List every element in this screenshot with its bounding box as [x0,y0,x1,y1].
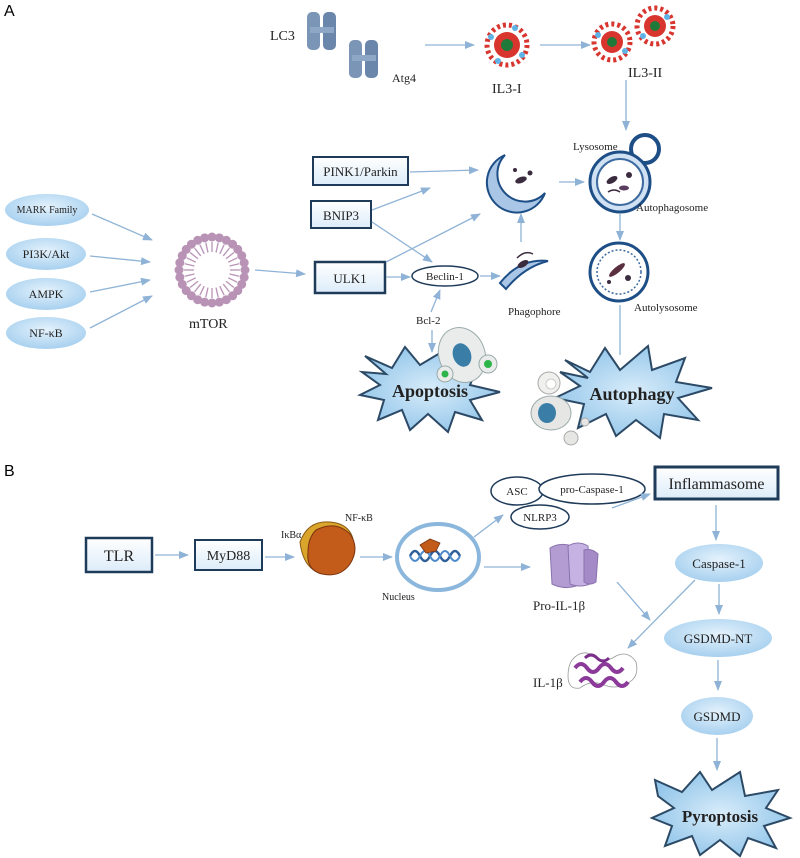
ampk-label: AMPK [29,287,64,301]
ikba-label: IκBα [281,530,302,541]
nucleus-label: Nucleus [382,592,415,603]
caspase1-label: Caspase-1 [692,556,745,571]
nlrp3-label: NLRP3 [523,512,557,524]
pi3k-akt-label: PI3K/Akt [23,247,70,261]
apoptotic-cells-icon [436,327,498,383]
bnip3-box: BNIP3 [310,200,372,229]
tlr-box: TLR [84,536,154,574]
gsdmd-nt-node: GSDMD-NT [664,619,772,657]
arrow-caspase1-to-il1b [627,579,696,649]
mark-family-node: MARK Family [5,194,89,226]
pyroptosis-label: Pyroptosis [682,807,759,826]
pi3k-akt-node: PI3K/Akt [6,238,86,270]
autophagy-burst: Autophagy [551,344,713,440]
pink1-parkin-label: PINK1/Parkin [323,164,398,179]
pro-caspase1-node: pro-Caspase-1 [538,473,646,505]
gsdmd-label: GSDMD [694,709,741,724]
mtor-label: mTOR [189,317,228,332]
pink1-parkin-box: PINK1/Parkin [312,156,409,186]
beclin1-label: Beclin-1 [426,271,464,283]
asc-node: ASC [490,476,544,506]
nucleus-icon [395,522,481,592]
autophagy-label: Autophagy [589,384,674,404]
arrow-nfkb-to-mtor [89,295,153,329]
autophagosome-label: Autophagosome [636,202,708,214]
autolysosome-label: Autolysosome [634,302,698,314]
arrow-pro-il1b-to-path [616,581,651,621]
il3-ii-protein-icon [591,5,676,63]
arrow-complex-to-inflammasome [611,493,651,509]
bcl2-label: Bcl-2 [416,315,440,327]
arrow-pink1-to-crescent [409,166,479,175]
inflammasome-box: Inflammasome [653,465,780,501]
arrow-bcl2-to-beclin1 [430,289,441,313]
mark-family-label: MARK Family [17,205,78,216]
beclin1-node: Beclin-1 [411,265,479,287]
autolysosome-icon [588,241,650,303]
panel-a-label: A [4,3,15,20]
apoptosis-label: Apoptosis [392,381,468,401]
ampk-node: AMPK [6,278,86,310]
nlrp3-node: NLRP3 [510,504,570,530]
panel-b-label: B [4,463,15,480]
asc-label: ASC [506,486,527,498]
arrow-ulk1-to-crescent [385,213,481,263]
il3-i-label: IL3-I [492,82,522,97]
pro-il1b-label: Pro-IL-1β [533,598,585,613]
ikba-nfkb-complex-icon [299,521,356,576]
il3-i-protein-icon [484,22,530,68]
arrow-ampk-to-mtor [89,277,151,293]
autophagic-cells-icon [530,371,590,446]
atg4-channel-icon [349,40,378,78]
nfkb-node-a: NF-κB [6,317,86,349]
pro-caspase1-label: pro-Caspase-1 [560,484,624,496]
ulk1-label: ULK1 [333,271,366,286]
il1b-label: IL-1β [533,675,563,690]
arrow-mtor-to-ulk1 [254,269,306,278]
ulk1-box: ULK1 [313,260,387,295]
nfkb-label-b: NF-κB [345,513,373,524]
phagophore-icon [498,251,549,291]
apoptosis-burst: Apoptosis [356,345,501,434]
atg4-label: Atg4 [392,71,416,85]
mtor-micelle-icon [174,232,250,308]
arrow-bnip3-to-beclin1 [371,221,433,263]
nfkb-label-a: NF-κB [29,326,62,340]
autophagosome-icon [588,150,652,214]
tlr-label: TLR [104,548,135,565]
myd88-box: MyD88 [194,539,263,571]
bnip3-label: BNIP3 [323,208,359,223]
il3-ii-label: IL3-II [628,66,663,81]
gsdmd-node: GSDMD [681,697,753,735]
pro-il1b-protein-icon [549,542,599,589]
arrow-bnip3-to-crescent [371,187,431,211]
lysosome-label: Lysosome [573,141,618,153]
lc3-label: LC3 [270,29,295,44]
gsdmd-nt-label: GSDMD-NT [684,631,753,646]
lc3-channel-icon [307,12,336,50]
caspase1-node: Caspase-1 [675,544,763,582]
myd88-label: MyD88 [207,549,251,564]
phagophore-label: Phagophore [508,306,561,318]
arrow-mark-to-mtor [91,213,153,241]
arrow-pi3k-to-mtor [89,255,151,266]
pyroptosis-burst: Pyroptosis [649,770,793,858]
il1b-protein-icon [567,652,638,689]
phagophore-crescent-icon [485,154,546,214]
arrow-nucleus-to-nlrp3 [473,514,504,538]
inflammasome-label: Inflammasome [669,476,765,493]
